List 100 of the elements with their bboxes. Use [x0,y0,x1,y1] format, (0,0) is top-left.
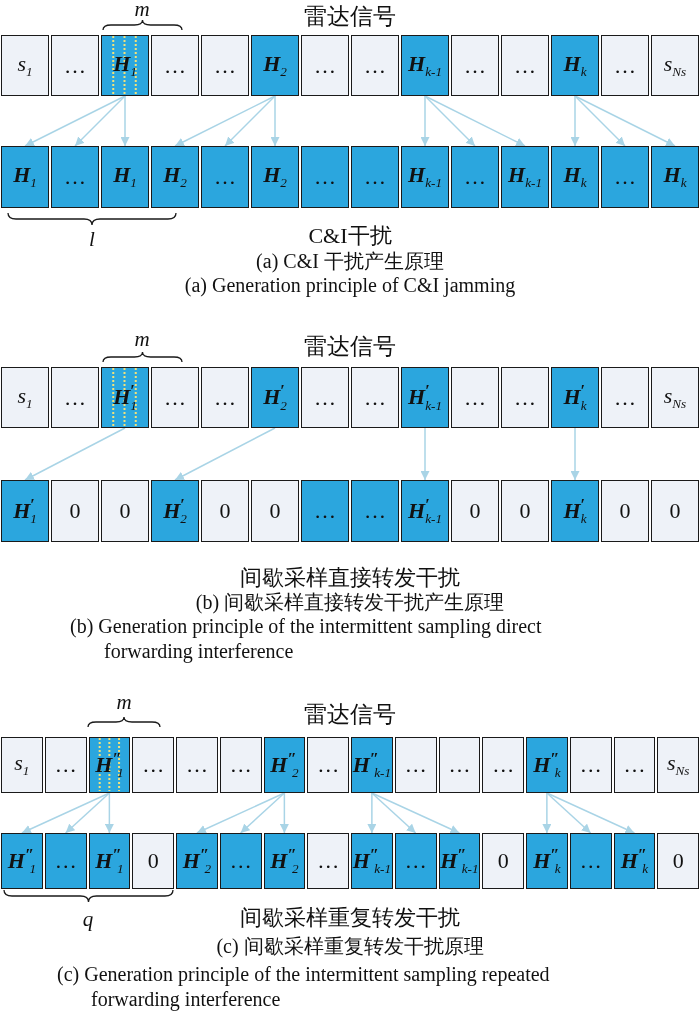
jamming-cell [176,833,218,889]
jamming-cell [132,833,174,889]
jamming-cell [201,146,249,208]
arrow [371,792,461,834]
signal-cell [1,367,49,428]
arrow [174,95,276,147]
row-title: C&I干扰 [307,221,393,250]
signal-cell [301,367,349,428]
row-title: 雷达信号 [303,3,397,32]
symbol-label: … [492,754,515,776]
brace-label: q [81,906,95,933]
signal-cell [263,737,306,793]
symbol-label: H$_{1}$ [113,164,137,190]
symbol-label: … [314,166,336,188]
jamming-cell [501,480,549,542]
symbol-label: H$_{1}$ [113,52,137,79]
signal-cell [501,35,549,96]
jamming-cell [1,480,49,542]
caption: 间歇采样直接转发干扰 [239,563,461,592]
symbol-label: … [614,386,636,409]
symbol-label: s$_{Ns}$ [663,384,687,411]
symbol-label: … [214,54,236,77]
symbol-label: … [514,386,536,409]
symbol-label: … [54,754,77,776]
symbol-label: … [64,54,86,77]
signal-cell [526,737,568,793]
symbol-label: … [614,54,636,77]
symbol-label: … [364,386,386,409]
jamming-cell [351,146,399,208]
symbol-label: … [64,386,86,409]
jamming-cell [101,146,149,208]
arrow [570,95,580,147]
jamming-cell [301,146,349,208]
jamming-cell [88,833,131,889]
jamming-cell [601,480,649,542]
arrow [224,95,276,147]
symbol-label: 0 [672,850,684,872]
signal-cell [351,35,399,96]
symbol-label: … [364,500,386,522]
symbol-label: … [214,166,236,188]
jamming-cell [351,480,399,542]
signal-cell [201,367,249,428]
signal-cell [132,737,174,793]
signal-cell [551,35,599,96]
signal-cell [251,367,299,428]
signal-cell [201,35,249,96]
symbol-label: H$_{1}$ [13,164,37,190]
jamming-cell [151,480,199,542]
symbol-label: … [579,754,602,776]
jamming-cell [569,833,612,889]
jamming-cell [601,146,649,208]
jamming-cell [551,146,599,208]
symbol-label: … [364,54,386,77]
jamming-cell [201,480,249,542]
caption: (b) 间歇采样直接转发干扰产生原理 [194,590,506,615]
arrow [279,792,289,834]
jamming-cell [351,833,393,889]
signal-cell [401,367,449,428]
symbol-label: 0 [497,850,509,872]
symbol-label: H$_{k}$ [563,52,587,79]
brace-label: l [88,226,96,253]
signal-cell [569,737,612,793]
jamming-cell [44,833,87,889]
symbol-label: … [514,54,536,77]
signal-cell [1,737,43,793]
jamming-cell [151,146,199,208]
jamming-cell [219,833,262,889]
symbol-label: 0 [669,500,681,522]
jamming-cell [451,146,499,208]
jamming-cell [651,480,699,542]
symbol-label: 0 [147,850,159,872]
caption: (c) 间歇采样重复转发干扰原理 [215,934,485,959]
symbol-label: H$_{k}$ [563,164,587,190]
caption: 间歇采样重复转发干扰 [239,903,461,932]
symbol-label: … [614,166,636,188]
symbol-label: … [314,386,336,409]
arrow [546,792,592,834]
signal-cell [151,367,199,428]
signal-cell [44,737,87,793]
arrow [424,95,476,147]
symbol-label: … [404,850,427,872]
arrow [542,792,552,834]
arrow [24,95,126,147]
symbol-label: … [142,754,165,776]
symbol-label: … [364,166,386,188]
row-title: 雷达信号 [303,701,397,730]
signal-cell [176,737,218,793]
symbol-label: … [64,166,86,188]
jamming-cell [251,146,299,208]
symbol-label: s$_{1}$ [17,52,33,79]
symbol-label: … [314,54,336,77]
symbol-label: s$_{1}$ [17,384,33,411]
signal-cell [451,35,499,96]
arrow [574,95,626,147]
symbol-label: 0 [469,500,481,522]
signal-cell [601,367,649,428]
jamming-cell [251,480,299,542]
jamming-cell [51,146,99,208]
jamming-cell [526,833,568,889]
jamming-cell [1,146,49,208]
